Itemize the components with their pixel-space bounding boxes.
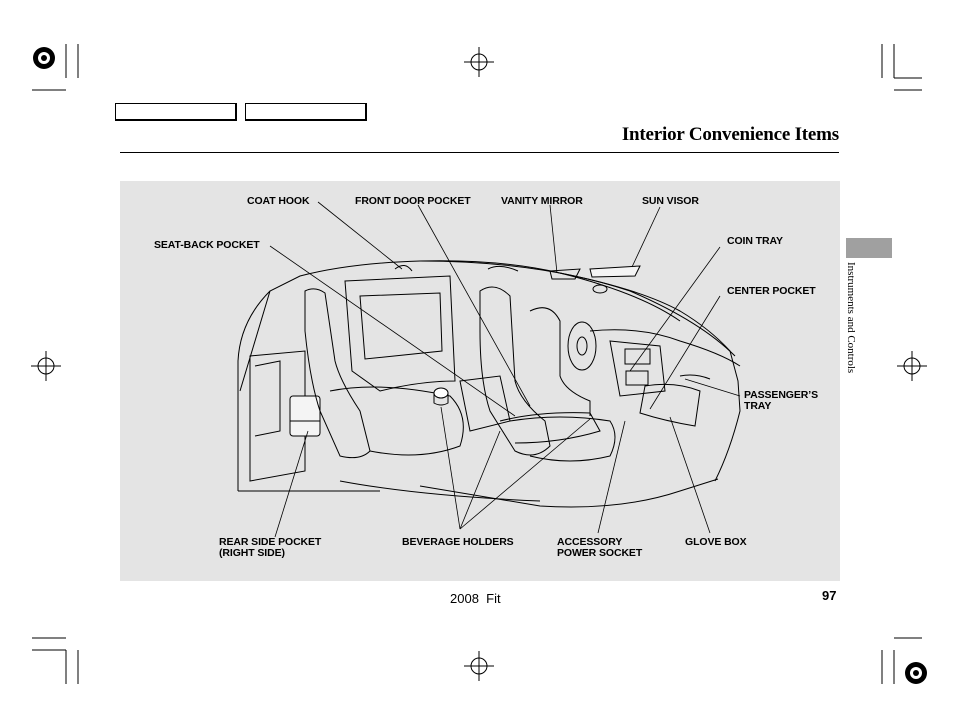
label-center-pocket: CENTER POCKET [727, 285, 816, 297]
car-interior-illustration [237, 201, 741, 538]
label-passengers-tray-2: TRAY [744, 400, 772, 412]
title-rule [120, 152, 839, 153]
label-front-door-pocket: FRONT DOOR POCKET [355, 195, 471, 207]
page-number: 97 [822, 588, 837, 603]
label-rear-side-pocket-2: (RIGHT SIDE) [219, 547, 285, 559]
label-coat-hook: COAT HOOK [247, 195, 310, 207]
section-label: Instruments and Controls [845, 262, 857, 374]
footer-model: 2008 Fit [450, 591, 501, 606]
label-rear-side-pocket-1: REAR SIDE POCKET [219, 536, 322, 548]
label-seat-back-pocket: SEAT-BACK POCKET [154, 239, 260, 251]
label-beverage-holders: BEVERAGE HOLDERS [402, 536, 514, 548]
label-passengers-tray-1: PASSENGER’S [744, 389, 818, 401]
label-sun-visor: SUN VISOR [642, 195, 699, 207]
label-accessory-power-socket-2: POWER SOCKET [557, 547, 643, 559]
section-tab[interactable] [846, 238, 892, 258]
label-glove-box: GLOVE BOX [685, 536, 747, 548]
page-title: Interior Convenience Items [621, 124, 839, 145]
nav-tab-left[interactable] [115, 103, 237, 121]
label-vanity-mirror: VANITY MIRROR [501, 195, 583, 207]
label-coin-tray: COIN TRAY [727, 235, 783, 247]
label-accessory-power-socket-1: ACCESSORY [557, 536, 623, 548]
nav-tab-right[interactable] [245, 103, 367, 121]
